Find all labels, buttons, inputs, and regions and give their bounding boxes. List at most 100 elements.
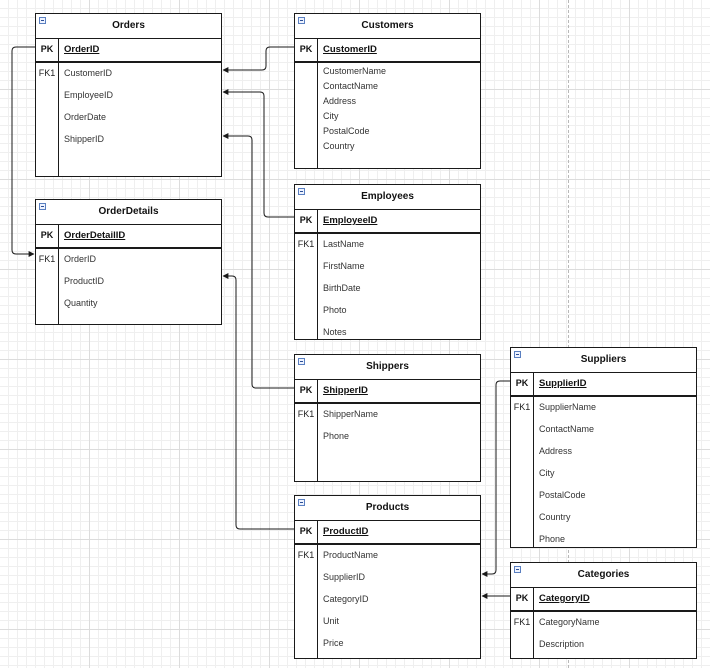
table-header[interactable]: Suppliers bbox=[511, 348, 696, 373]
key-column: PK bbox=[36, 225, 59, 247]
table-header[interactable]: Employees bbox=[295, 185, 480, 210]
collapse-icon[interactable] bbox=[298, 358, 305, 365]
table-title: Shippers bbox=[366, 361, 409, 372]
field: OrderDate bbox=[64, 112, 107, 122]
field: City bbox=[539, 468, 555, 478]
fk-label: FK1 bbox=[297, 409, 315, 419]
fields-section[interactable]: FK1 ShipperName Phone bbox=[295, 403, 480, 481]
pk-label: PK bbox=[515, 593, 529, 603]
field: Country bbox=[539, 512, 571, 522]
fields-section[interactable]: FK1 CustomerID EmployeeID OrderDate Ship… bbox=[36, 62, 221, 176]
primary-key-row[interactable]: PK CategoryID bbox=[511, 588, 696, 612]
fields-section[interactable]: CustomerName ContactName Address City Po… bbox=[295, 62, 480, 168]
fields-section[interactable]: FK1 LastName FirstName BirthDate Photo N… bbox=[295, 233, 480, 339]
field: Phone bbox=[323, 431, 350, 441]
primary-key-row[interactable]: PK CustomerID bbox=[295, 39, 480, 63]
key-column: PK bbox=[295, 39, 318, 61]
field: Address bbox=[323, 96, 357, 106]
collapse-icon[interactable] bbox=[39, 17, 46, 24]
pk-label: PK bbox=[299, 385, 313, 395]
field: LastName bbox=[323, 239, 365, 249]
field: PostalCode bbox=[539, 490, 586, 500]
collapse-icon[interactable] bbox=[514, 351, 521, 358]
connector-employees-orders[interactable] bbox=[222, 89, 294, 218]
table-header[interactable]: Customers bbox=[295, 14, 480, 39]
connector-orders-orderdetails[interactable] bbox=[11, 46, 35, 257]
field: SupplierName bbox=[539, 402, 597, 412]
pk-field: OrderDetailID bbox=[64, 230, 126, 241]
fields-section[interactable]: FK1 CategoryName Description bbox=[511, 611, 696, 658]
pk-field: ProductID bbox=[323, 526, 369, 537]
field: ShipperID bbox=[64, 134, 105, 144]
field: Address bbox=[539, 446, 573, 456]
table-title: Employees bbox=[361, 191, 414, 202]
pk-label: PK bbox=[299, 526, 313, 536]
collapse-icon[interactable] bbox=[298, 188, 305, 195]
key-column: PK bbox=[295, 210, 318, 232]
fields-section[interactable]: FK1 OrderID ProductID Quantity bbox=[36, 248, 221, 324]
collapse-icon[interactable] bbox=[39, 203, 46, 210]
field: CustomerName bbox=[323, 66, 387, 76]
primary-key-row[interactable]: PK OrderID bbox=[36, 39, 221, 63]
collapse-icon[interactable] bbox=[514, 566, 521, 573]
connector-suppliers-products[interactable] bbox=[481, 380, 510, 577]
table-orders[interactable]: Orders PK OrderID FK1 CustomerID Employe… bbox=[35, 13, 222, 177]
field: FirstName bbox=[323, 261, 365, 271]
field: CategoryName bbox=[539, 617, 600, 627]
table-title: Categories bbox=[577, 569, 630, 580]
key-column: FK1 bbox=[295, 403, 318, 481]
table-categories[interactable]: Categories PK CategoryID FK1 CategoryNam… bbox=[510, 562, 697, 659]
table-title: Orders bbox=[112, 20, 145, 31]
table-orderdetails[interactable]: OrderDetails PK OrderDetailID FK1 OrderI… bbox=[35, 199, 222, 325]
table-customers[interactable]: Customers PK CustomerID CustomerName Con… bbox=[294, 13, 481, 169]
pk-field: OrderID bbox=[64, 44, 100, 55]
primary-key-row[interactable]: PK EmployeeID bbox=[295, 210, 480, 234]
table-suppliers[interactable]: Suppliers PK SupplierID FK1 SupplierName… bbox=[510, 347, 697, 548]
table-products[interactable]: Products PK ProductID FK1 ProductName Su… bbox=[294, 495, 481, 659]
field: ContactName bbox=[539, 424, 595, 434]
primary-key-row[interactable]: PK SupplierID bbox=[511, 373, 696, 397]
table-shippers[interactable]: Shippers PK ShipperID FK1 ShipperName Ph… bbox=[294, 354, 481, 482]
pk-field: ShipperID bbox=[323, 385, 368, 396]
fk-label: FK1 bbox=[38, 68, 56, 78]
field: Description bbox=[539, 639, 585, 649]
table-employees[interactable]: Employees PK EmployeeID FK1 LastName Fir… bbox=[294, 184, 481, 340]
table-header[interactable]: Categories bbox=[511, 563, 696, 588]
primary-key-row[interactable]: PK OrderDetailID bbox=[36, 225, 221, 249]
table-header[interactable]: Orders bbox=[36, 14, 221, 39]
field: Unit bbox=[323, 616, 340, 626]
connector-customers-orders[interactable] bbox=[222, 46, 294, 73]
table-header[interactable]: OrderDetails bbox=[36, 200, 221, 225]
primary-key-row[interactable]: PK ProductID bbox=[295, 521, 480, 545]
table-title: Products bbox=[365, 502, 410, 513]
field: ProductID bbox=[64, 276, 105, 286]
table-title: OrderDetails bbox=[98, 206, 159, 217]
page-break-guide bbox=[568, 0, 569, 668]
field: OrderID bbox=[64, 254, 97, 264]
field: CategoryID bbox=[323, 594, 369, 604]
table-header[interactable]: Products bbox=[295, 496, 480, 521]
key-column: PK bbox=[295, 380, 318, 402]
key-column: PK bbox=[36, 39, 59, 61]
pk-field: CustomerID bbox=[323, 44, 377, 55]
primary-key-row[interactable]: PK ShipperID bbox=[295, 380, 480, 404]
key-column: FK1 bbox=[511, 396, 534, 547]
pk-field: CategoryID bbox=[539, 593, 590, 604]
collapse-icon[interactable] bbox=[298, 17, 305, 24]
pk-field: SupplierID bbox=[539, 378, 587, 389]
key-column: FK1 bbox=[36, 62, 59, 176]
field: Quantity bbox=[64, 298, 98, 308]
table-header[interactable]: Shippers bbox=[295, 355, 480, 380]
field: ContactName bbox=[323, 81, 379, 91]
collapse-icon[interactable] bbox=[298, 499, 305, 506]
connector-shippers-orders[interactable] bbox=[222, 133, 294, 389]
field: Price bbox=[323, 638, 344, 648]
key-column: FK1 bbox=[295, 544, 318, 658]
fields-section[interactable]: FK1 ProductName SupplierID CategoryID Un… bbox=[295, 544, 480, 658]
field: Notes bbox=[323, 327, 347, 337]
key-column bbox=[295, 62, 318, 168]
fields-section[interactable]: FK1 SupplierName ContactName Address Cit… bbox=[511, 396, 696, 547]
connector-products-orderdetails[interactable] bbox=[222, 273, 294, 530]
field: PostalCode bbox=[323, 126, 370, 136]
